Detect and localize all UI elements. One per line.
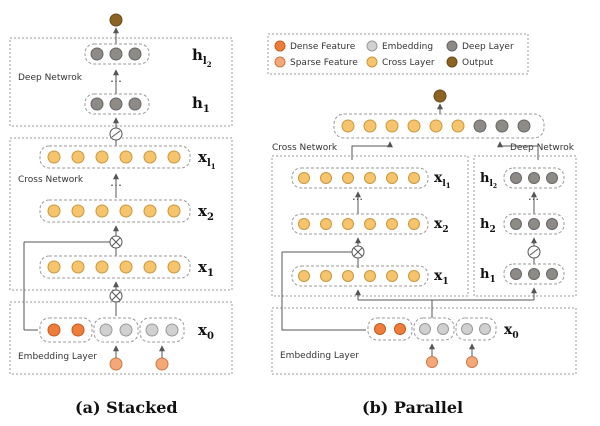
- parallel-embedding-label: Embedding Layer: [280, 351, 359, 361]
- stacked-embedding-frame: [9, 301, 233, 375]
- stacked-caption: (a) Stacked: [75, 398, 178, 417]
- legend-cross-swatch: [366, 56, 378, 68]
- legend-sparse-swatch: [274, 56, 286, 68]
- parallel-output-node: [433, 89, 447, 103]
- legend-deep-swatch: [446, 40, 458, 52]
- stacked-xl1-label: xl1: [198, 148, 216, 171]
- stacked-cross-layer-x1-neurons: [47, 260, 181, 274]
- parallel-deep-layer-hl2: [503, 167, 565, 189]
- parallel-x0-label: x0: [504, 322, 519, 341]
- legend-dense-text: Dense Feature: [290, 42, 356, 52]
- parallel-cross-label: Cross Network: [272, 143, 338, 153]
- legend: Dense Feature Embedding Deep Layer Spars…: [267, 33, 529, 75]
- parallel-sparse-input-2: [466, 356, 478, 368]
- parallel-deep-layer-h1-neurons: [510, 268, 558, 280]
- parallel-cross-layer-x1: [291, 265, 429, 287]
- parallel-concat-layer: [333, 113, 545, 139]
- stacked-hl2-label: hl2: [192, 46, 212, 69]
- stacked-x2-label: x2: [198, 202, 214, 223]
- stacked-deep-layer-hl2: [84, 43, 150, 65]
- legend-deep-text: Deep Layer: [462, 42, 514, 52]
- parallel-concat-neurons: [341, 119, 531, 133]
- stacked-sparse-input-1: [109, 357, 123, 371]
- parallel-embedding-layer-x0: [367, 317, 497, 341]
- stacked-cross-layer-xl1: [39, 145, 191, 169]
- parallel-deep-layer-hl2-neurons: [510, 172, 558, 184]
- stacked-deep-label: Deep Netwrok: [18, 73, 83, 83]
- legend-cross-text: Cross Layer: [382, 58, 435, 68]
- parallel-xl1-label: xl1: [434, 170, 451, 190]
- parallel-embedding-frame: [271, 307, 577, 375]
- parallel-hl2-label: hl2: [480, 171, 497, 190]
- parallel-cross-frame: [271, 155, 469, 297]
- stacked-cross-frame: [9, 137, 233, 291]
- stacked-h1-label: h1: [192, 94, 210, 115]
- legend-sparse-text: Sparse Feature: [290, 58, 358, 68]
- legend-output-text: Output: [462, 58, 494, 68]
- legend-embedding-text: Embedding: [382, 42, 433, 52]
- parallel-h2-label: h2: [480, 217, 496, 235]
- parallel-h1-label: h1: [480, 267, 496, 285]
- parallel-panel: Cross Network Deep Netwrok xl1 …: [271, 89, 577, 375]
- parallel-x2-label: x2: [434, 216, 449, 235]
- parallel-cross-layer-xl1: [291, 167, 429, 189]
- parallel-cross-layer-xl1-neurons: [298, 172, 420, 184]
- legend-output-swatch: [446, 56, 458, 68]
- stacked-cross-label: Cross Network: [18, 175, 84, 185]
- parallel-deep-layer-h1: [503, 263, 565, 285]
- parallel-cross-layer-x2: [291, 213, 429, 235]
- stacked-cross-layer-x2-neurons: [47, 204, 181, 218]
- stacked-deep-layer-h1-neurons: [90, 97, 142, 111]
- legend-frame: [267, 33, 529, 75]
- stacked-cross-layer-xl1-neurons: [47, 150, 181, 164]
- parallel-deep-label: Deep Netwrok: [510, 143, 575, 153]
- parallel-deep-layer-h2-neurons: [510, 218, 558, 230]
- stacked-deep-layer-hl2-neurons: [90, 47, 142, 61]
- parallel-caption: (b) Parallel: [362, 398, 464, 417]
- parallel-sparse-input-1: [426, 356, 438, 368]
- stacked-output-node: [109, 13, 123, 27]
- stacked-deep-frame: [9, 37, 233, 127]
- parallel-deep-frame: [473, 155, 577, 297]
- parallel-cross-layer-x2-neurons: [298, 218, 420, 230]
- legend-embedding-swatch: [366, 40, 378, 52]
- legend-dense-swatch: [274, 40, 286, 52]
- parallel-deep-layer-h2: [503, 213, 565, 235]
- parallel-cross-layer-x1-neurons: [298, 270, 420, 282]
- stacked-embedding-layer-x0: [39, 317, 185, 343]
- stacked-cross-layer-x2: [39, 199, 191, 223]
- stacked-panel: Deep Netwrok Cross Network Embedding Lay…: [9, 13, 233, 375]
- stacked-x1-label: x1: [198, 258, 214, 279]
- stacked-sparse-input-2: [155, 357, 169, 371]
- stacked-cross-layer-x1: [39, 255, 191, 279]
- parallel-x1-label: x1: [434, 268, 449, 287]
- stacked-x0-label: x0: [198, 321, 214, 342]
- stacked-deep-layer-h1: [84, 93, 150, 115]
- stacked-embedding-label: Embedding Layer: [18, 352, 97, 362]
